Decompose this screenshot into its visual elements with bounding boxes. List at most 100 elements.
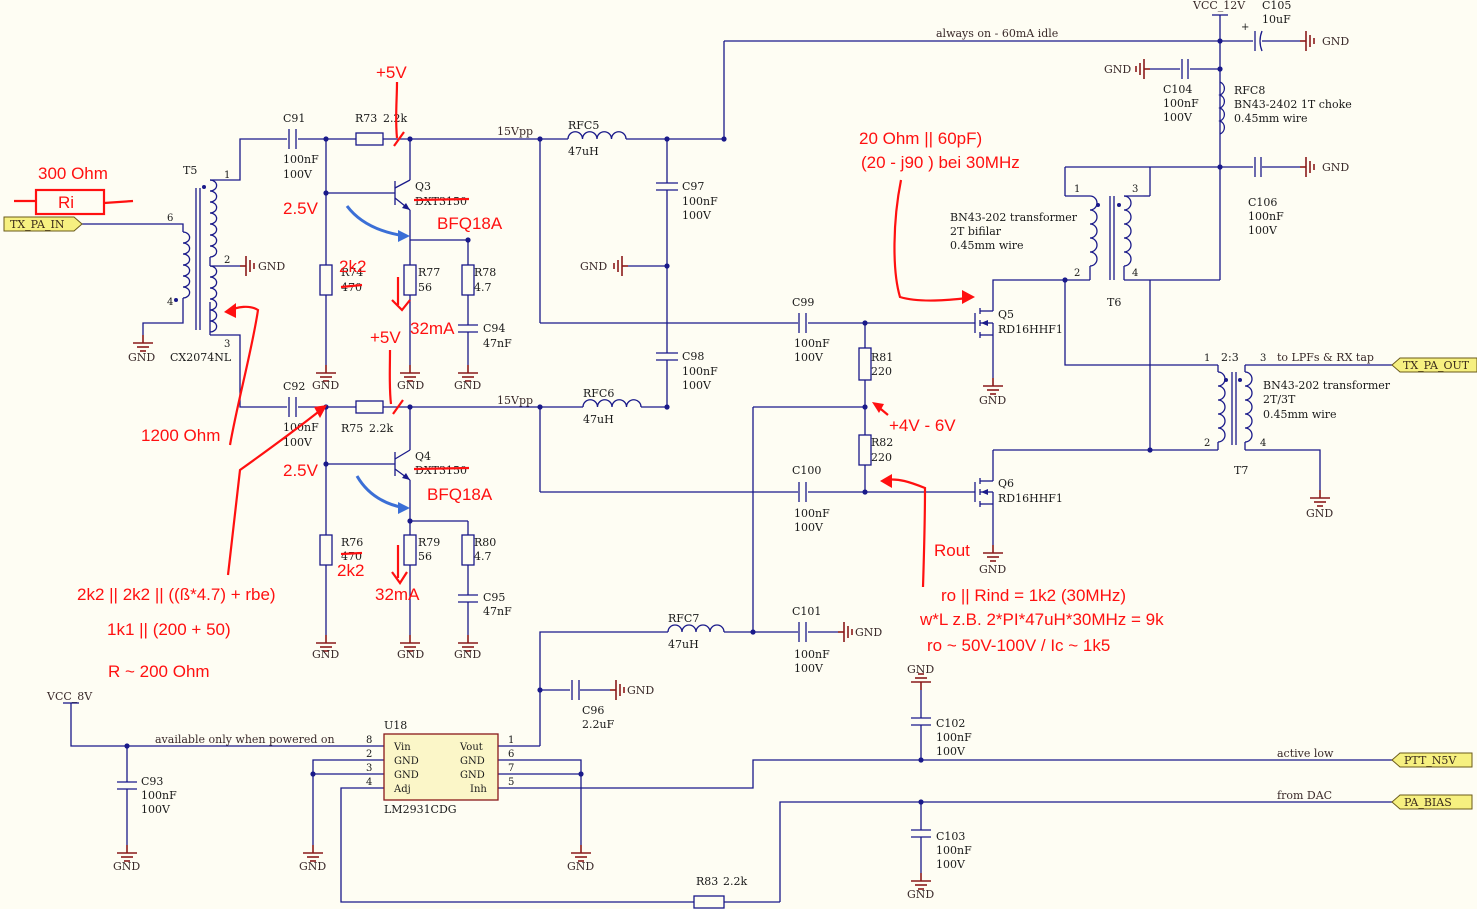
ann-ro3: ro ~ 50V-100V / Ic ~ 1k5 <box>927 636 1110 655</box>
c106-ref: C106 <box>1248 196 1277 209</box>
u18-part: LM2931CDG <box>384 803 457 816</box>
r79-ref: R79 <box>418 536 440 549</box>
q6-part: RD16HHF1 <box>998 492 1063 505</box>
transformer-t5: T5 CX2074NL 1 2 3 6 4 <box>167 164 232 364</box>
q3-part: DXT3150 <box>415 195 467 208</box>
t5-part: CX2074NL <box>170 351 232 364</box>
t7-ref: T7 <box>1234 464 1248 477</box>
c95-value: 47nF <box>483 605 512 618</box>
c94-value: 47nF <box>483 337 512 350</box>
c101-ref: C101 <box>792 605 821 618</box>
capacitor-c106: C106 100nF 100V <box>1248 157 1284 237</box>
ann-4v-6v: +4V - 6V <box>889 416 956 435</box>
resistor-r73: R73 2.2k <box>355 112 407 146</box>
gnd-label-c95: GND <box>454 648 481 661</box>
ann-eq1: 2k2 || 2k2 || ((ß*4.7) + rbe) <box>77 585 276 604</box>
resistor-r78: R78 4.7 <box>461 264 496 296</box>
r76-ref: R76 <box>341 536 363 549</box>
power-symbols: VCC_12V VCC_8V <box>46 0 1246 704</box>
mosfet-q6: Q6 RD16HHF1 <box>974 477 1063 508</box>
c99-ref: C99 <box>792 296 814 309</box>
c98-value: 100nF <box>682 365 718 378</box>
c104-value: 100nF <box>1163 97 1199 110</box>
svg-text:3: 3 <box>366 763 372 774</box>
svg-text:6: 6 <box>508 749 514 760</box>
r77-ref: R77 <box>418 266 440 279</box>
c100-voltage: 100V <box>794 521 824 534</box>
rfc5-value: 47uH <box>568 145 599 158</box>
ann-bfq18a-bottom: BFQ18A <box>427 485 493 504</box>
ann-2v5-top: 2.5V <box>283 199 319 218</box>
u18-pin-gnd-r2: GND <box>460 770 485 781</box>
capacitor-c92: C92 100nF 100V <box>283 380 319 449</box>
svg-text:1: 1 <box>1074 184 1080 195</box>
r75-value: 2.2k <box>369 422 393 435</box>
r74-value: 470 <box>341 281 362 294</box>
c97-value: 100nF <box>682 195 718 208</box>
c97-voltage: 100V <box>682 209 712 222</box>
capacitor-c102: C102 100nF 100V <box>911 717 972 758</box>
rfc5-ref: RFC5 <box>568 119 599 132</box>
u18-pin-vout: Vout <box>459 742 483 753</box>
svg-text:6: 6 <box>167 213 173 224</box>
svg-text:2: 2 <box>366 749 372 760</box>
gnd-label-r76: GND <box>312 648 339 661</box>
ann-plus5v-top: +5V <box>376 63 407 82</box>
u18-pin-gnd-r1: GND <box>460 756 485 767</box>
rfc8-ref: RFC8 <box>1234 84 1265 97</box>
gnd-label-q6: GND <box>979 563 1006 576</box>
u18-ref: U18 <box>384 719 407 732</box>
ann-plus5v-bottom: +5V <box>370 328 401 347</box>
t7-line3: 0.45mm wire <box>1263 408 1337 421</box>
gnd-label-c103: GND <box>907 888 934 901</box>
r83-value: 2.2k <box>723 875 747 888</box>
gnd-label-c104: GND <box>1104 63 1131 76</box>
svg-text:8: 8 <box>366 735 372 746</box>
c103-ref: C103 <box>936 830 965 843</box>
c92-value: 100nF <box>283 421 319 434</box>
q5-part: RD16HHF1 <box>998 323 1063 336</box>
t6-line2: 2T bifilar <box>950 225 1002 238</box>
c92-voltage: 100V <box>283 436 313 449</box>
r80-value: 4.7 <box>474 550 492 563</box>
net-15vpp-top: 15Vpp <box>497 125 533 138</box>
gnd-label-u18l: GND <box>299 860 326 873</box>
port-ptt-label: PTT_N5V <box>1404 754 1457 767</box>
resistor-r80: R80 4.7 <box>461 534 496 566</box>
port-ptt: PTT_N5V <box>1391 752 1473 768</box>
net-available: available only when powered on <box>155 733 335 746</box>
svg-text:4: 4 <box>366 777 372 788</box>
resistor-r74: R74 470 <box>319 264 363 296</box>
ann-ro1: ro || Rind = 1k2 (30MHz) <box>941 586 1126 605</box>
svg-text:2: 2 <box>1074 268 1080 279</box>
gnd-label-c94: GND <box>454 379 481 392</box>
q6-ref: Q6 <box>998 477 1014 490</box>
net-15vpp-bottom: 15Vpp <box>497 394 533 407</box>
capacitor-c105: + C105 10uF <box>1241 0 1291 52</box>
gnd-label-q5: GND <box>979 394 1006 407</box>
gnd-label-r79: GND <box>397 648 424 661</box>
ann-2v5-bottom: 2.5V <box>283 461 319 480</box>
transistor-q3: Q3 DXT3150 <box>394 179 467 211</box>
r73-ref: R73 <box>355 112 377 125</box>
r83-ref: R83 <box>696 875 718 888</box>
u18-pin-gnd-l1: GND <box>394 756 419 767</box>
q4-part: DXT3150 <box>415 464 467 477</box>
r77-value: 56 <box>418 281 432 294</box>
capacitor-c96: C96 2.2uF <box>571 680 615 731</box>
gnd-label-c101: GND <box>855 626 882 639</box>
capacitor-c99: C99 100nF 100V <box>792 296 830 364</box>
junctions <box>124 38 1223 805</box>
rfc7-ref: RFC7 <box>668 612 699 625</box>
svg-text:+: + <box>1241 22 1249 33</box>
c94-ref: C94 <box>483 322 505 335</box>
gnd-label-t5ct: GND <box>258 260 285 273</box>
c93-ref: C93 <box>141 775 163 788</box>
q4-ref: Q4 <box>415 450 431 463</box>
port-tx-pa-in: TX_PA_IN <box>3 216 83 232</box>
ann-300-ohm: 300 Ohm <box>38 164 108 183</box>
port-bias-label: PA_BIAS <box>1404 796 1452 809</box>
port-tx-pa-out: TX_PA_OUT <box>1391 357 1477 373</box>
gnd-label-c97: GND <box>580 260 607 273</box>
net-to-lpf: to LPFs & RX tap <box>1277 351 1374 364</box>
